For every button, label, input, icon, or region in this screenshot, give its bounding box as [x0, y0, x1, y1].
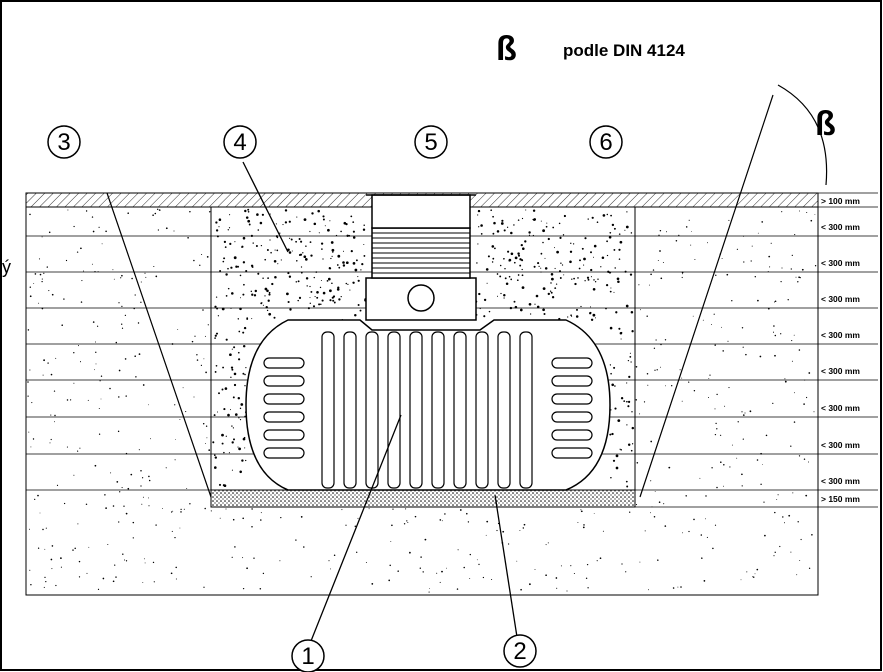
angle-symbol: ß [815, 105, 836, 143]
dim-label: < 300 mm [821, 440, 860, 450]
callout-leaders [242, 161, 518, 642]
bedding-layer [210, 489, 636, 508]
dim-label: < 300 mm [821, 403, 860, 413]
callout-2-label: 2 [513, 638, 526, 665]
dim-label: < 300 mm [821, 258, 860, 268]
callout-1-label: 1 [301, 643, 314, 670]
end-ribs-left [263, 357, 305, 459]
callout-6-label: 6 [599, 129, 612, 156]
callout-5: 5 [414, 125, 448, 159]
dim-label: < 300 mm [821, 366, 860, 376]
beta-symbol-header: ß [496, 30, 517, 68]
slope-lines [106, 94, 774, 498]
callout-5-label: 5 [424, 129, 437, 156]
dim-label: < 300 mm [821, 294, 860, 304]
dimension-labels: > 100 mm < 300 mm < 300 mm < 300 mm < 30… [821, 196, 860, 504]
callout-6: 6 [589, 125, 623, 159]
callout-2: 2 [503, 634, 537, 668]
tank [245, 319, 611, 491]
dim-label: < 300 mm [821, 222, 860, 232]
dim-label: < 300 mm [821, 476, 860, 486]
callout-1: 1 [291, 639, 325, 672]
dim-label: > 150 mm [821, 494, 860, 504]
callout-4-label: 4 [233, 129, 246, 156]
tank-ribs [321, 331, 533, 489]
callout-3: 3 [47, 125, 81, 159]
standard-label: podle DIN 4124 [563, 41, 685, 60]
soil-speckle [27, 208, 817, 593]
access-shaft [365, 194, 477, 321]
angle-arc [777, 84, 828, 186]
stray-glyph: ý [2, 257, 11, 277]
callout-3-label: 3 [57, 129, 70, 156]
dim-label: < 300 mm [821, 330, 860, 340]
end-ribs-right [551, 357, 593, 459]
dim-label: > 100 mm [821, 196, 860, 206]
callout-4: 4 [223, 125, 257, 159]
